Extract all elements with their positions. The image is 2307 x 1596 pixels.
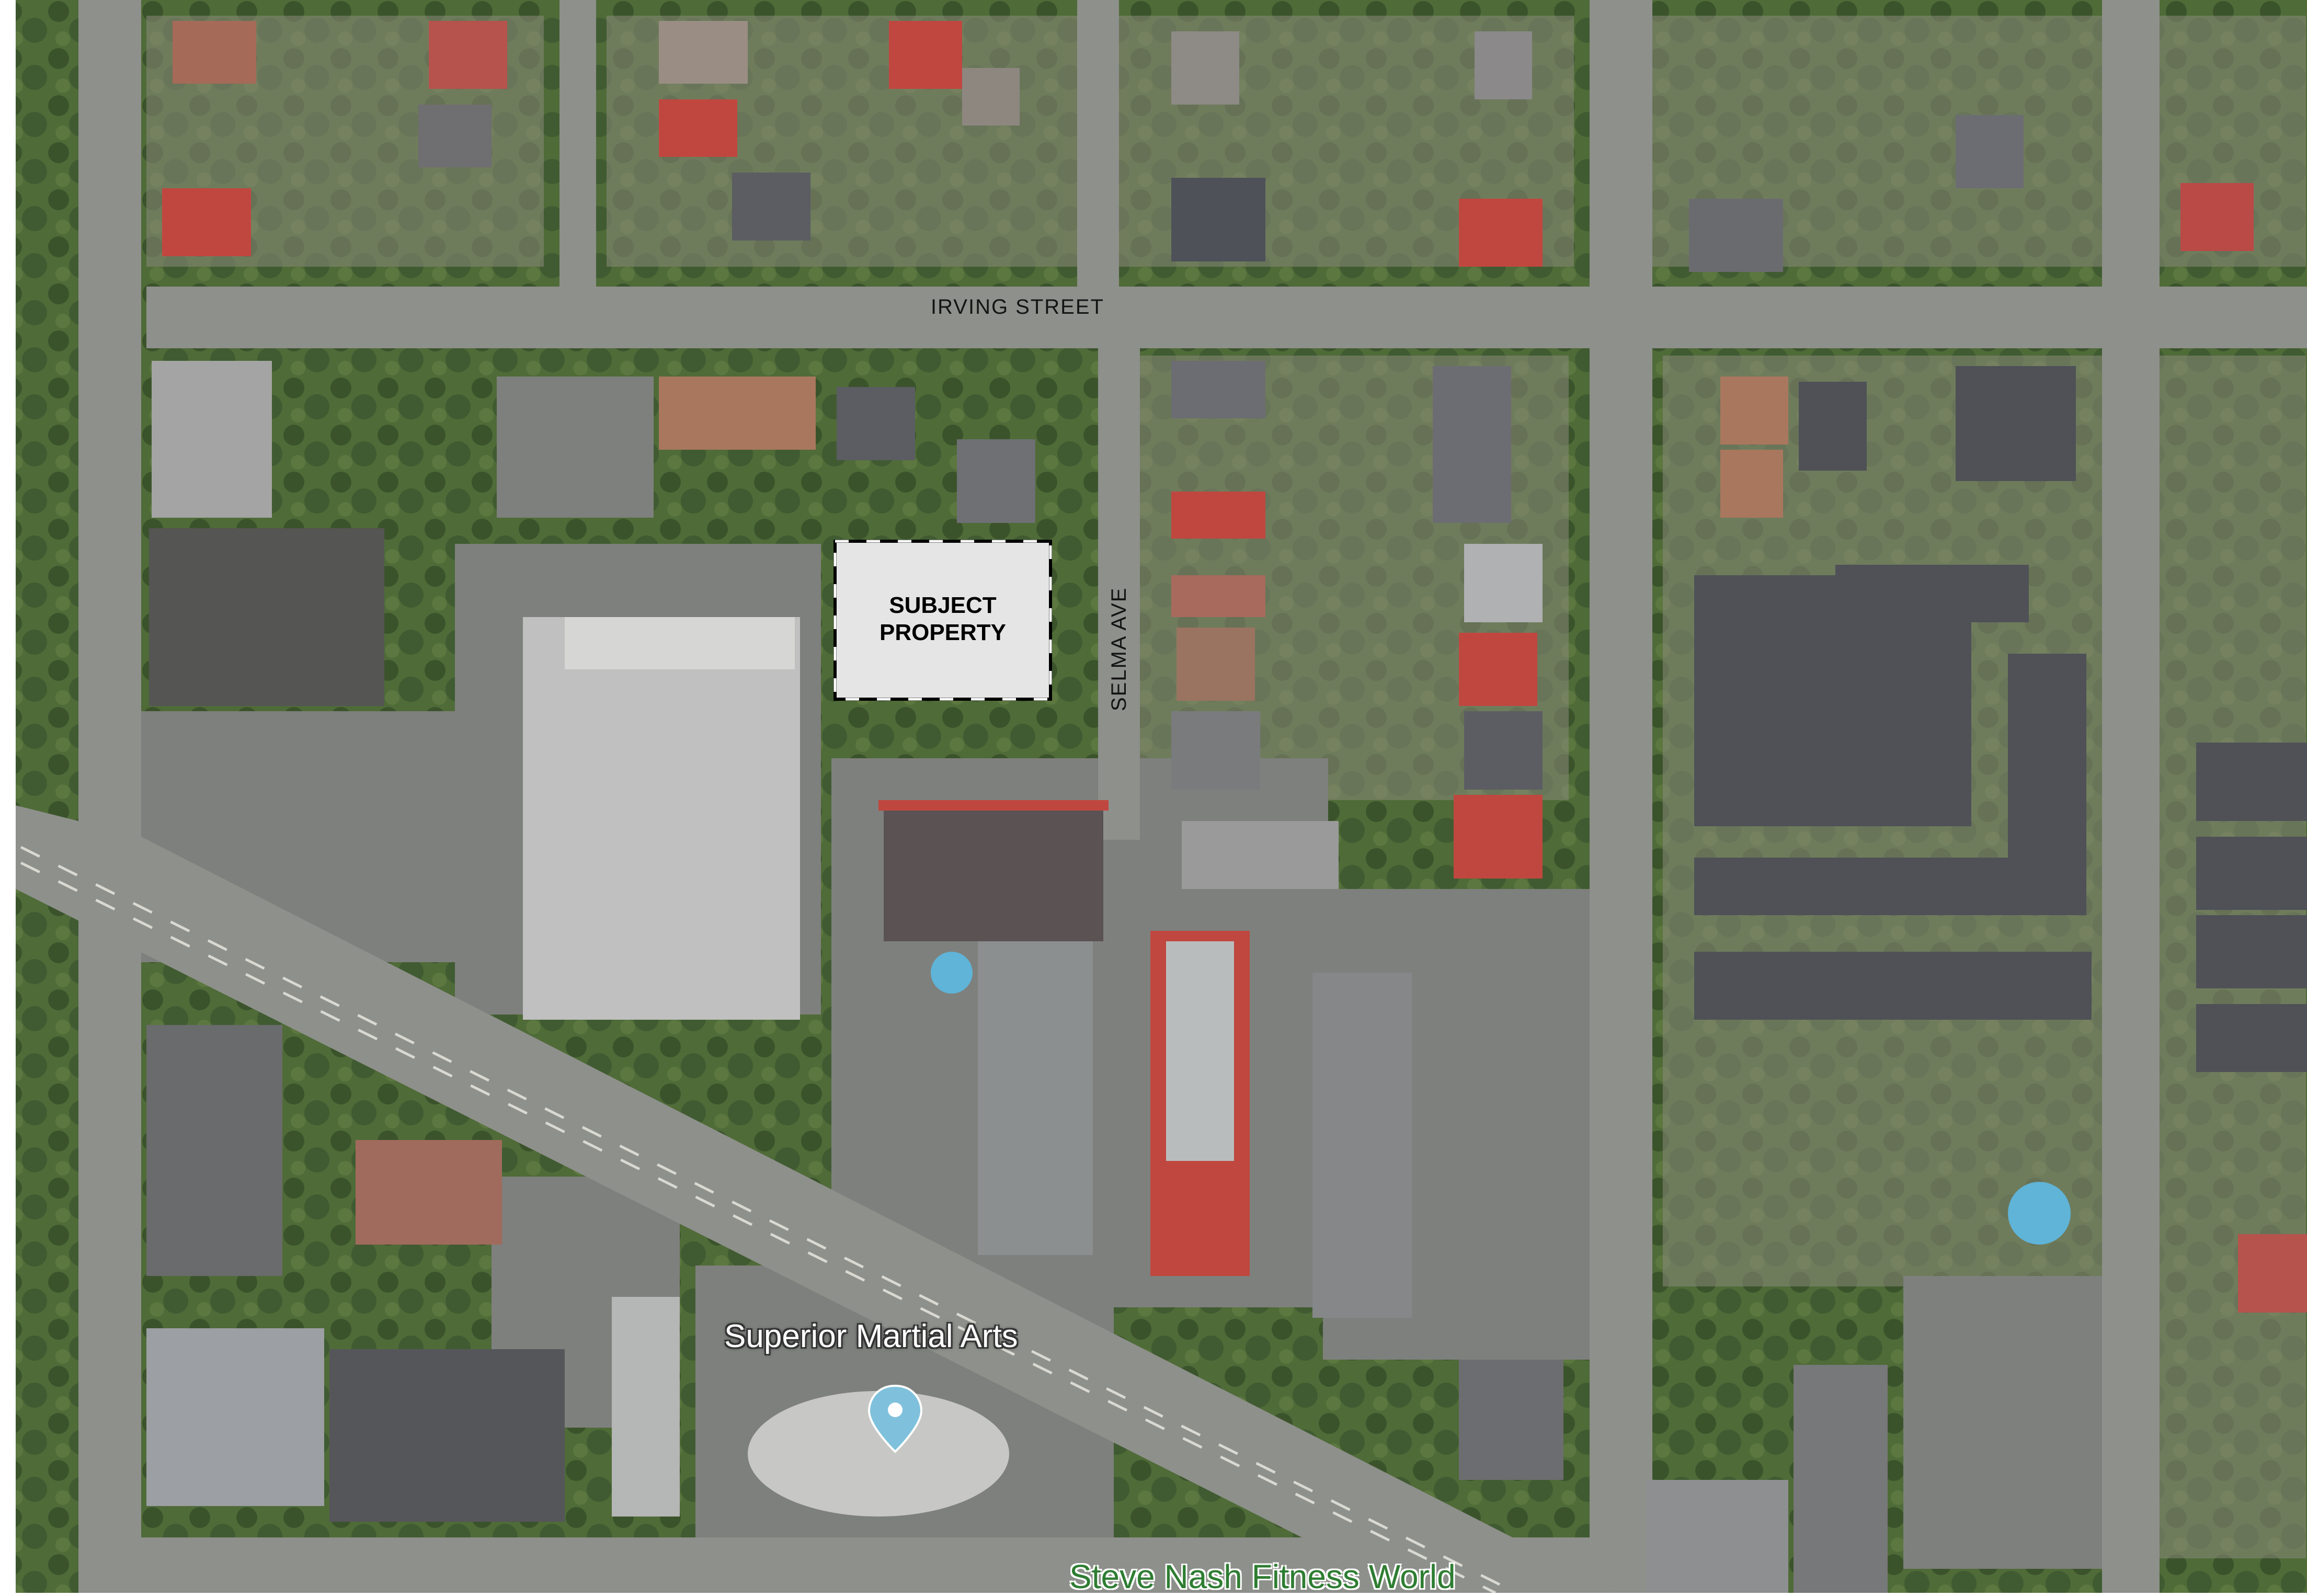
lane-markings bbox=[20, 846, 1517, 1594]
poi-label-steve-nash-fitness[interactable]: Steve Nash Fitness World bbox=[1069, 1558, 1456, 1595]
commercial-buildings bbox=[149, 361, 800, 1020]
houses-north bbox=[162, 21, 2254, 272]
houses-east bbox=[659, 361, 1543, 1318]
subject-label-line2: PROPERTY bbox=[879, 620, 1007, 645]
poi-label-superior-martial-arts[interactable]: Superior Martial Arts bbox=[724, 1318, 1018, 1354]
street-label-selma: SELMA AVE bbox=[1107, 587, 1130, 711]
townhouse-complex bbox=[1694, 366, 2307, 1072]
map-pin-icon bbox=[867, 1384, 923, 1453]
subject-property-label: SUBJECT PROPERTY bbox=[835, 592, 1050, 646]
subject-label-line1: SUBJECT bbox=[889, 592, 997, 618]
road-network bbox=[16, 0, 2307, 1593]
southern-buildings bbox=[146, 1025, 2307, 1593]
street-label-irving: IRVING STREET bbox=[931, 295, 1104, 318]
subject-property-parcel bbox=[833, 540, 1052, 701]
